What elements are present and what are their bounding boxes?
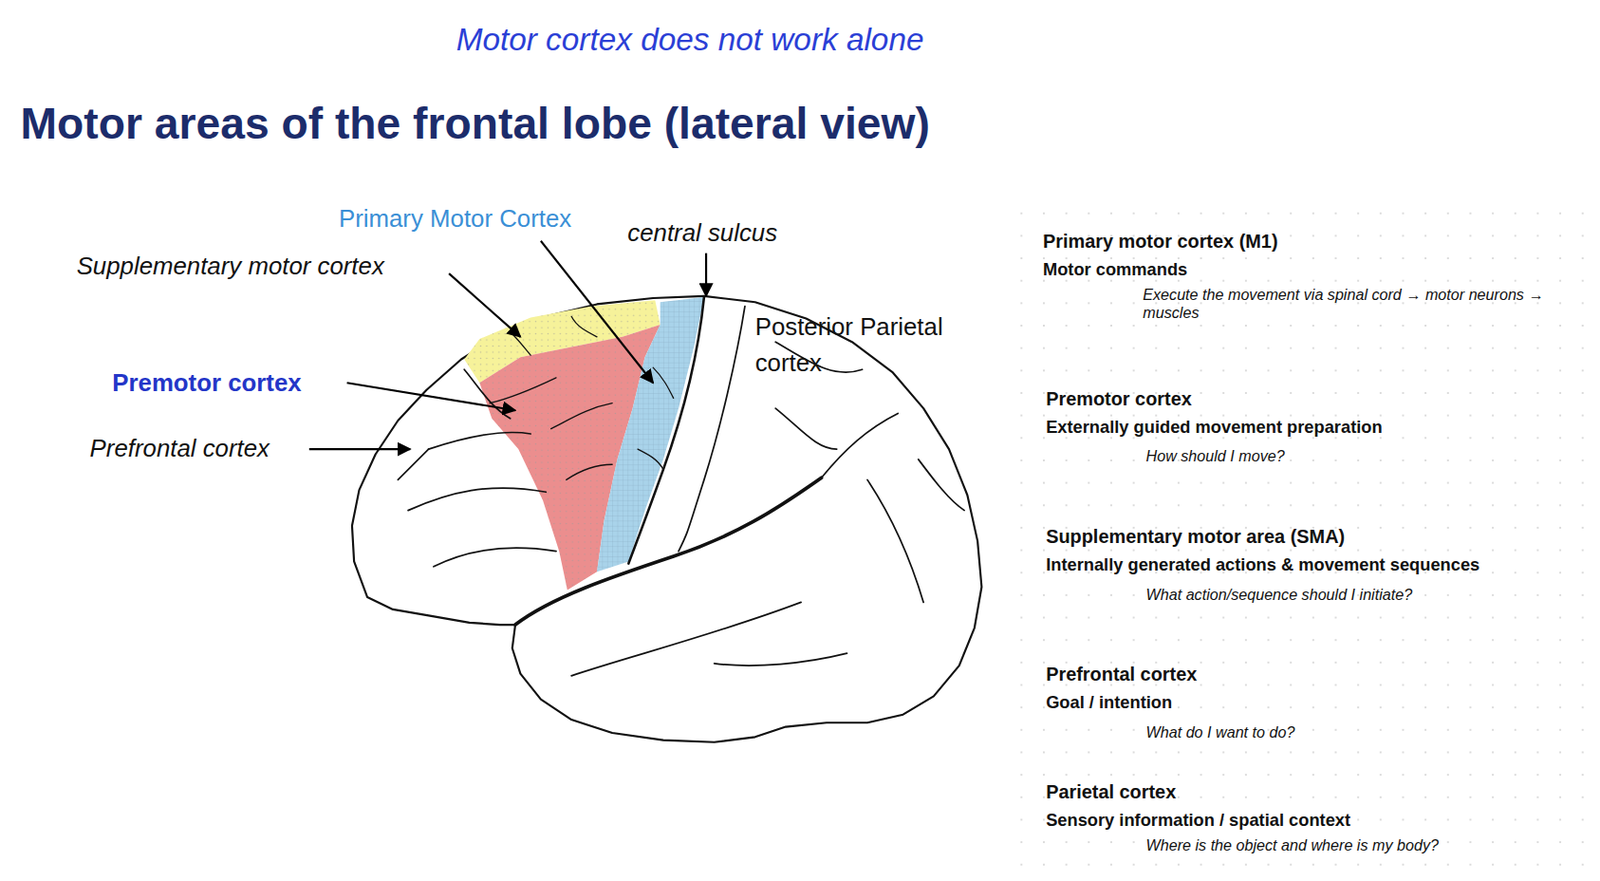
region-label: central sulcus: [627, 218, 778, 248]
region-label: Posterior Parietal cortex: [755, 308, 970, 382]
area-function: Sensory information / spatial context: [1045, 810, 1351, 832]
page-title: Motor areas of the frontal lobe (lateral…: [20, 97, 931, 150]
area-function: Internally generated actions & movement …: [1045, 555, 1480, 577]
dot-grid: [1010, 199, 1600, 881]
region-label: Premotor cortex: [111, 368, 301, 398]
area-heading: Supplementary motor area (SMA): [1045, 525, 1345, 549]
area-function: Motor commands: [1042, 260, 1188, 281]
area-heading: Primary motor cortex (M1): [1042, 230, 1279, 254]
sulci-lines: [397, 297, 965, 676]
area-heading: Premotor cortex: [1045, 388, 1192, 411]
area-question: What action/sequence should I initiate?: [1146, 585, 1414, 604]
area-question: Where is the object and where is my body…: [1146, 836, 1439, 855]
region-label: Supplementary motor cortex: [76, 252, 385, 282]
subtitle: Motor cortex does not work alone: [456, 20, 925, 59]
region-label: Primary Motor Cortex: [338, 204, 572, 234]
brain-outline: [352, 296, 982, 743]
area-heading: Prefrontal cortex: [1045, 663, 1197, 687]
area-function: Goal / intention: [1045, 692, 1173, 714]
region-label: Prefrontal cortex: [90, 433, 270, 464]
area-heading: Parietal cortex: [1045, 781, 1176, 804]
area-question: What do I want to do?: [1146, 723, 1296, 742]
area-function: Externally guided movement preparation: [1045, 417, 1383, 439]
area-question: How should I move?: [1146, 446, 1285, 466]
area-question: Execute the movement via spinal cord → m…: [1142, 285, 1562, 323]
